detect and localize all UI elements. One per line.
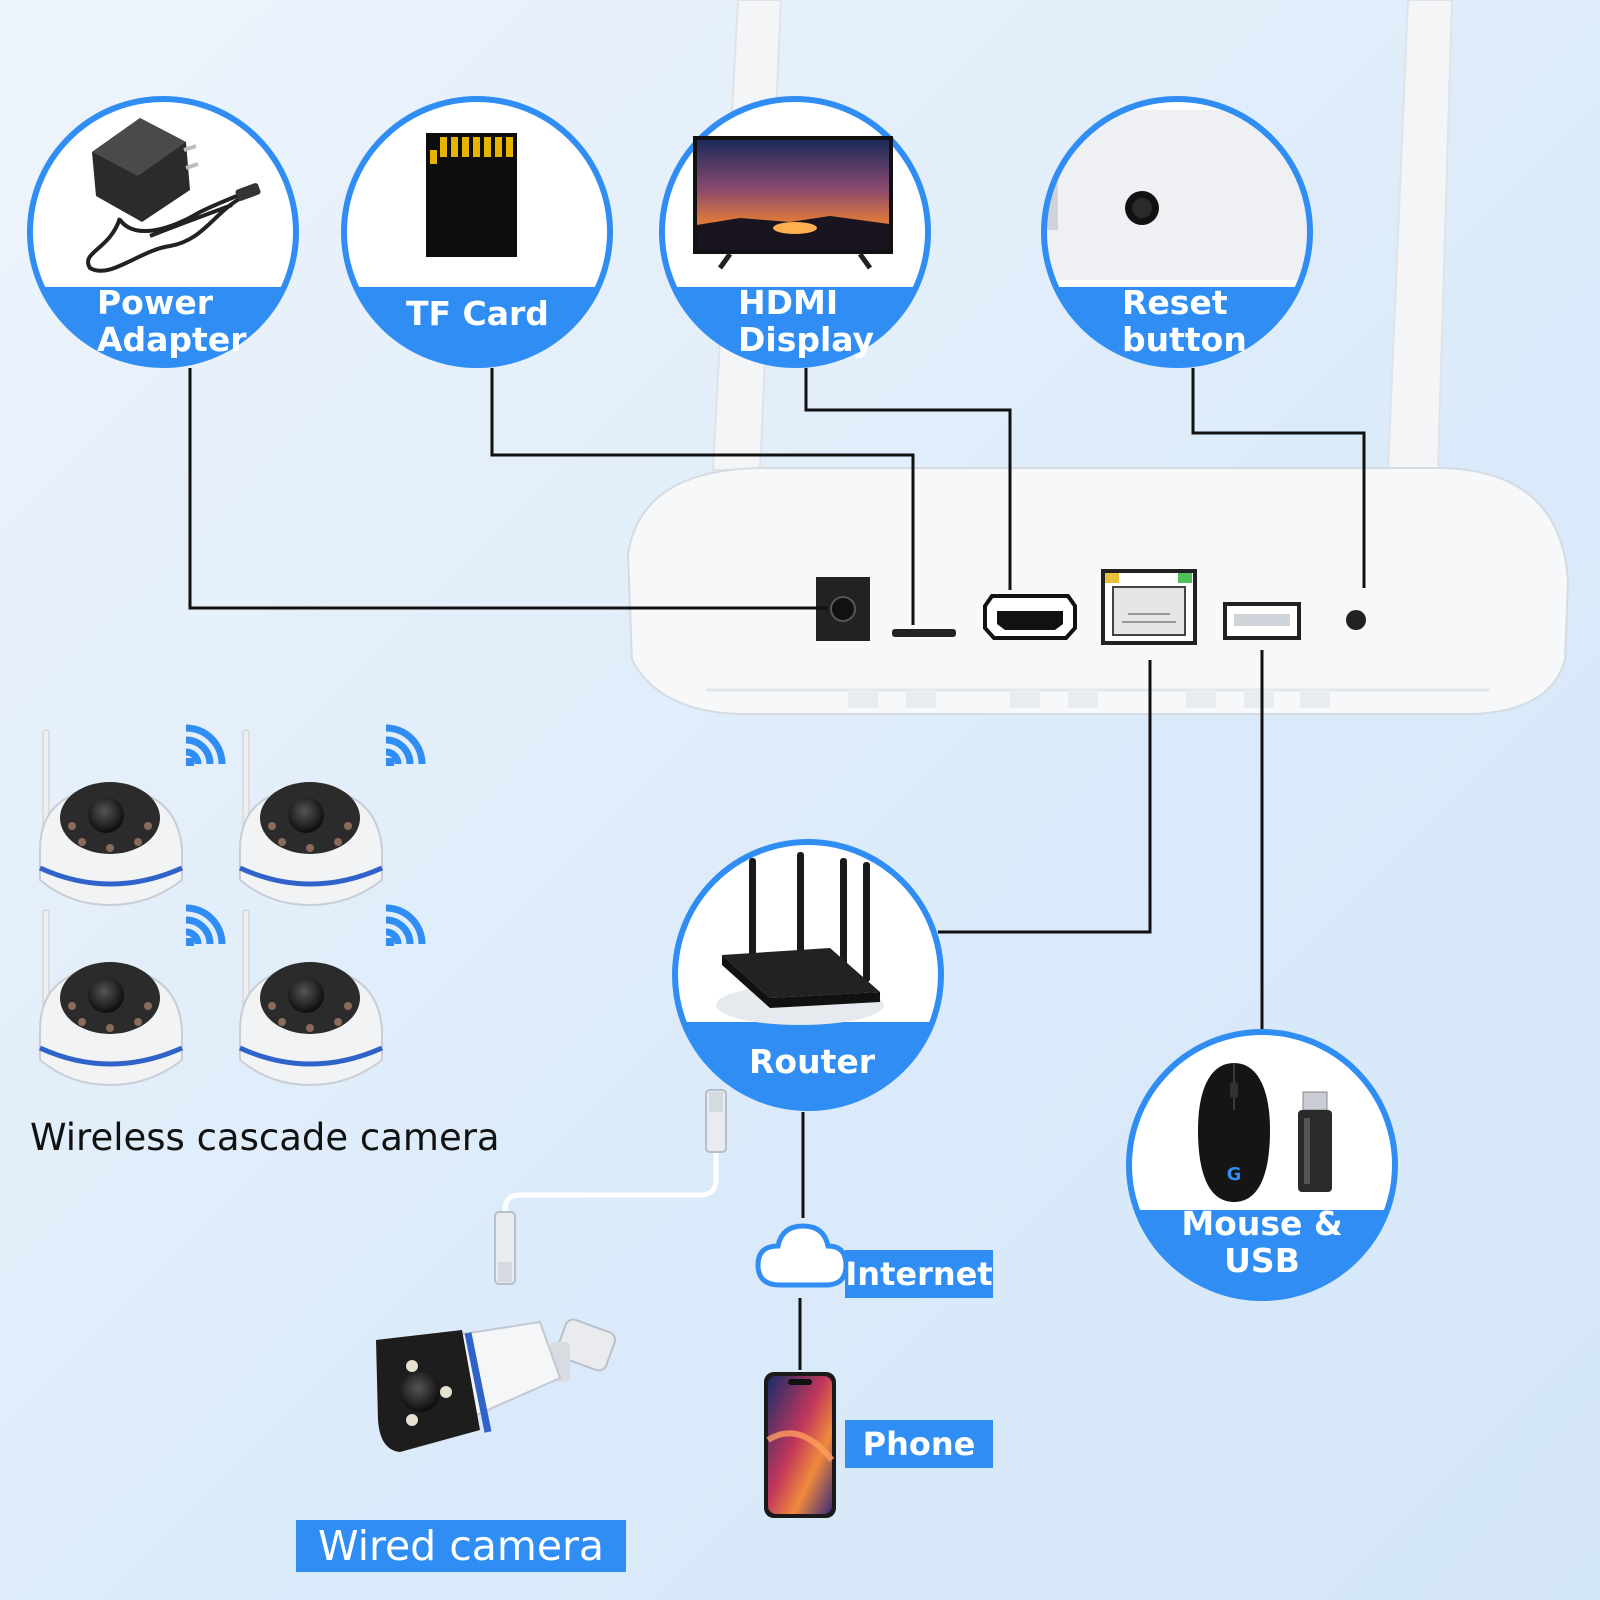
internet-tag: Internet	[845, 1250, 993, 1298]
reset-hole-icon	[1125, 191, 1159, 225]
nvr-vents	[848, 690, 1330, 708]
nvr-body	[626, 467, 1570, 715]
dome-camera-icon	[240, 728, 422, 905]
reset-button-label: Reset button	[1122, 283, 1247, 359]
hdmi-display-label: HDMI Display	[738, 283, 875, 359]
wireless-camera-group	[40, 728, 422, 1085]
reset-hole	[1346, 610, 1366, 630]
ethernet-cable-icon	[494, 1089, 727, 1285]
bubble-router	[672, 839, 944, 1111]
dome-camera-icon	[240, 908, 422, 1085]
bubble-reset-button	[1041, 96, 1313, 368]
line-hdmi	[804, 368, 1012, 590]
dome-camera-icon	[40, 908, 222, 1085]
cloud-icon	[755, 1223, 849, 1288]
nvr-antenna-right	[1386, 0, 1454, 471]
bubble-hdmi-display	[659, 96, 931, 368]
usb-receiver-icon	[1298, 1091, 1332, 1192]
bubble-tf-card	[341, 96, 613, 368]
tf-card-label: TF Card	[406, 294, 549, 333]
power-adapter-icon	[86, 118, 261, 273]
line-router	[938, 660, 1152, 934]
smartphone-icon	[764, 1372, 836, 1518]
tf-card-slot	[892, 629, 956, 637]
mouse-usb-label: Mouse & USB	[1181, 1204, 1343, 1280]
line-tf	[490, 368, 915, 625]
line-reset	[1191, 368, 1366, 588]
nvr-device	[626, 0, 1570, 715]
dome-camera-icon	[38, 724, 226, 907]
line-power	[188, 368, 828, 610]
phone-tag: Phone	[845, 1420, 993, 1468]
power-adapter-label: Power Adapter	[97, 283, 247, 359]
mouse-icon: G	[1198, 1063, 1270, 1202]
wireless-camera-label: Wireless cascade camera	[30, 1116, 500, 1159]
sd-card-icon	[425, 133, 517, 257]
bullet-camera-icon	[376, 1318, 617, 1452]
svg-text:G: G	[1227, 1164, 1242, 1185]
connector-lines	[188, 368, 1366, 1370]
router-icon	[716, 852, 884, 1025]
wired-camera-tag: Wired camera	[296, 1520, 626, 1572]
router-label: Router	[749, 1042, 876, 1081]
tv-icon	[693, 136, 893, 270]
bubble-mouse-usb: G	[1126, 1029, 1398, 1301]
